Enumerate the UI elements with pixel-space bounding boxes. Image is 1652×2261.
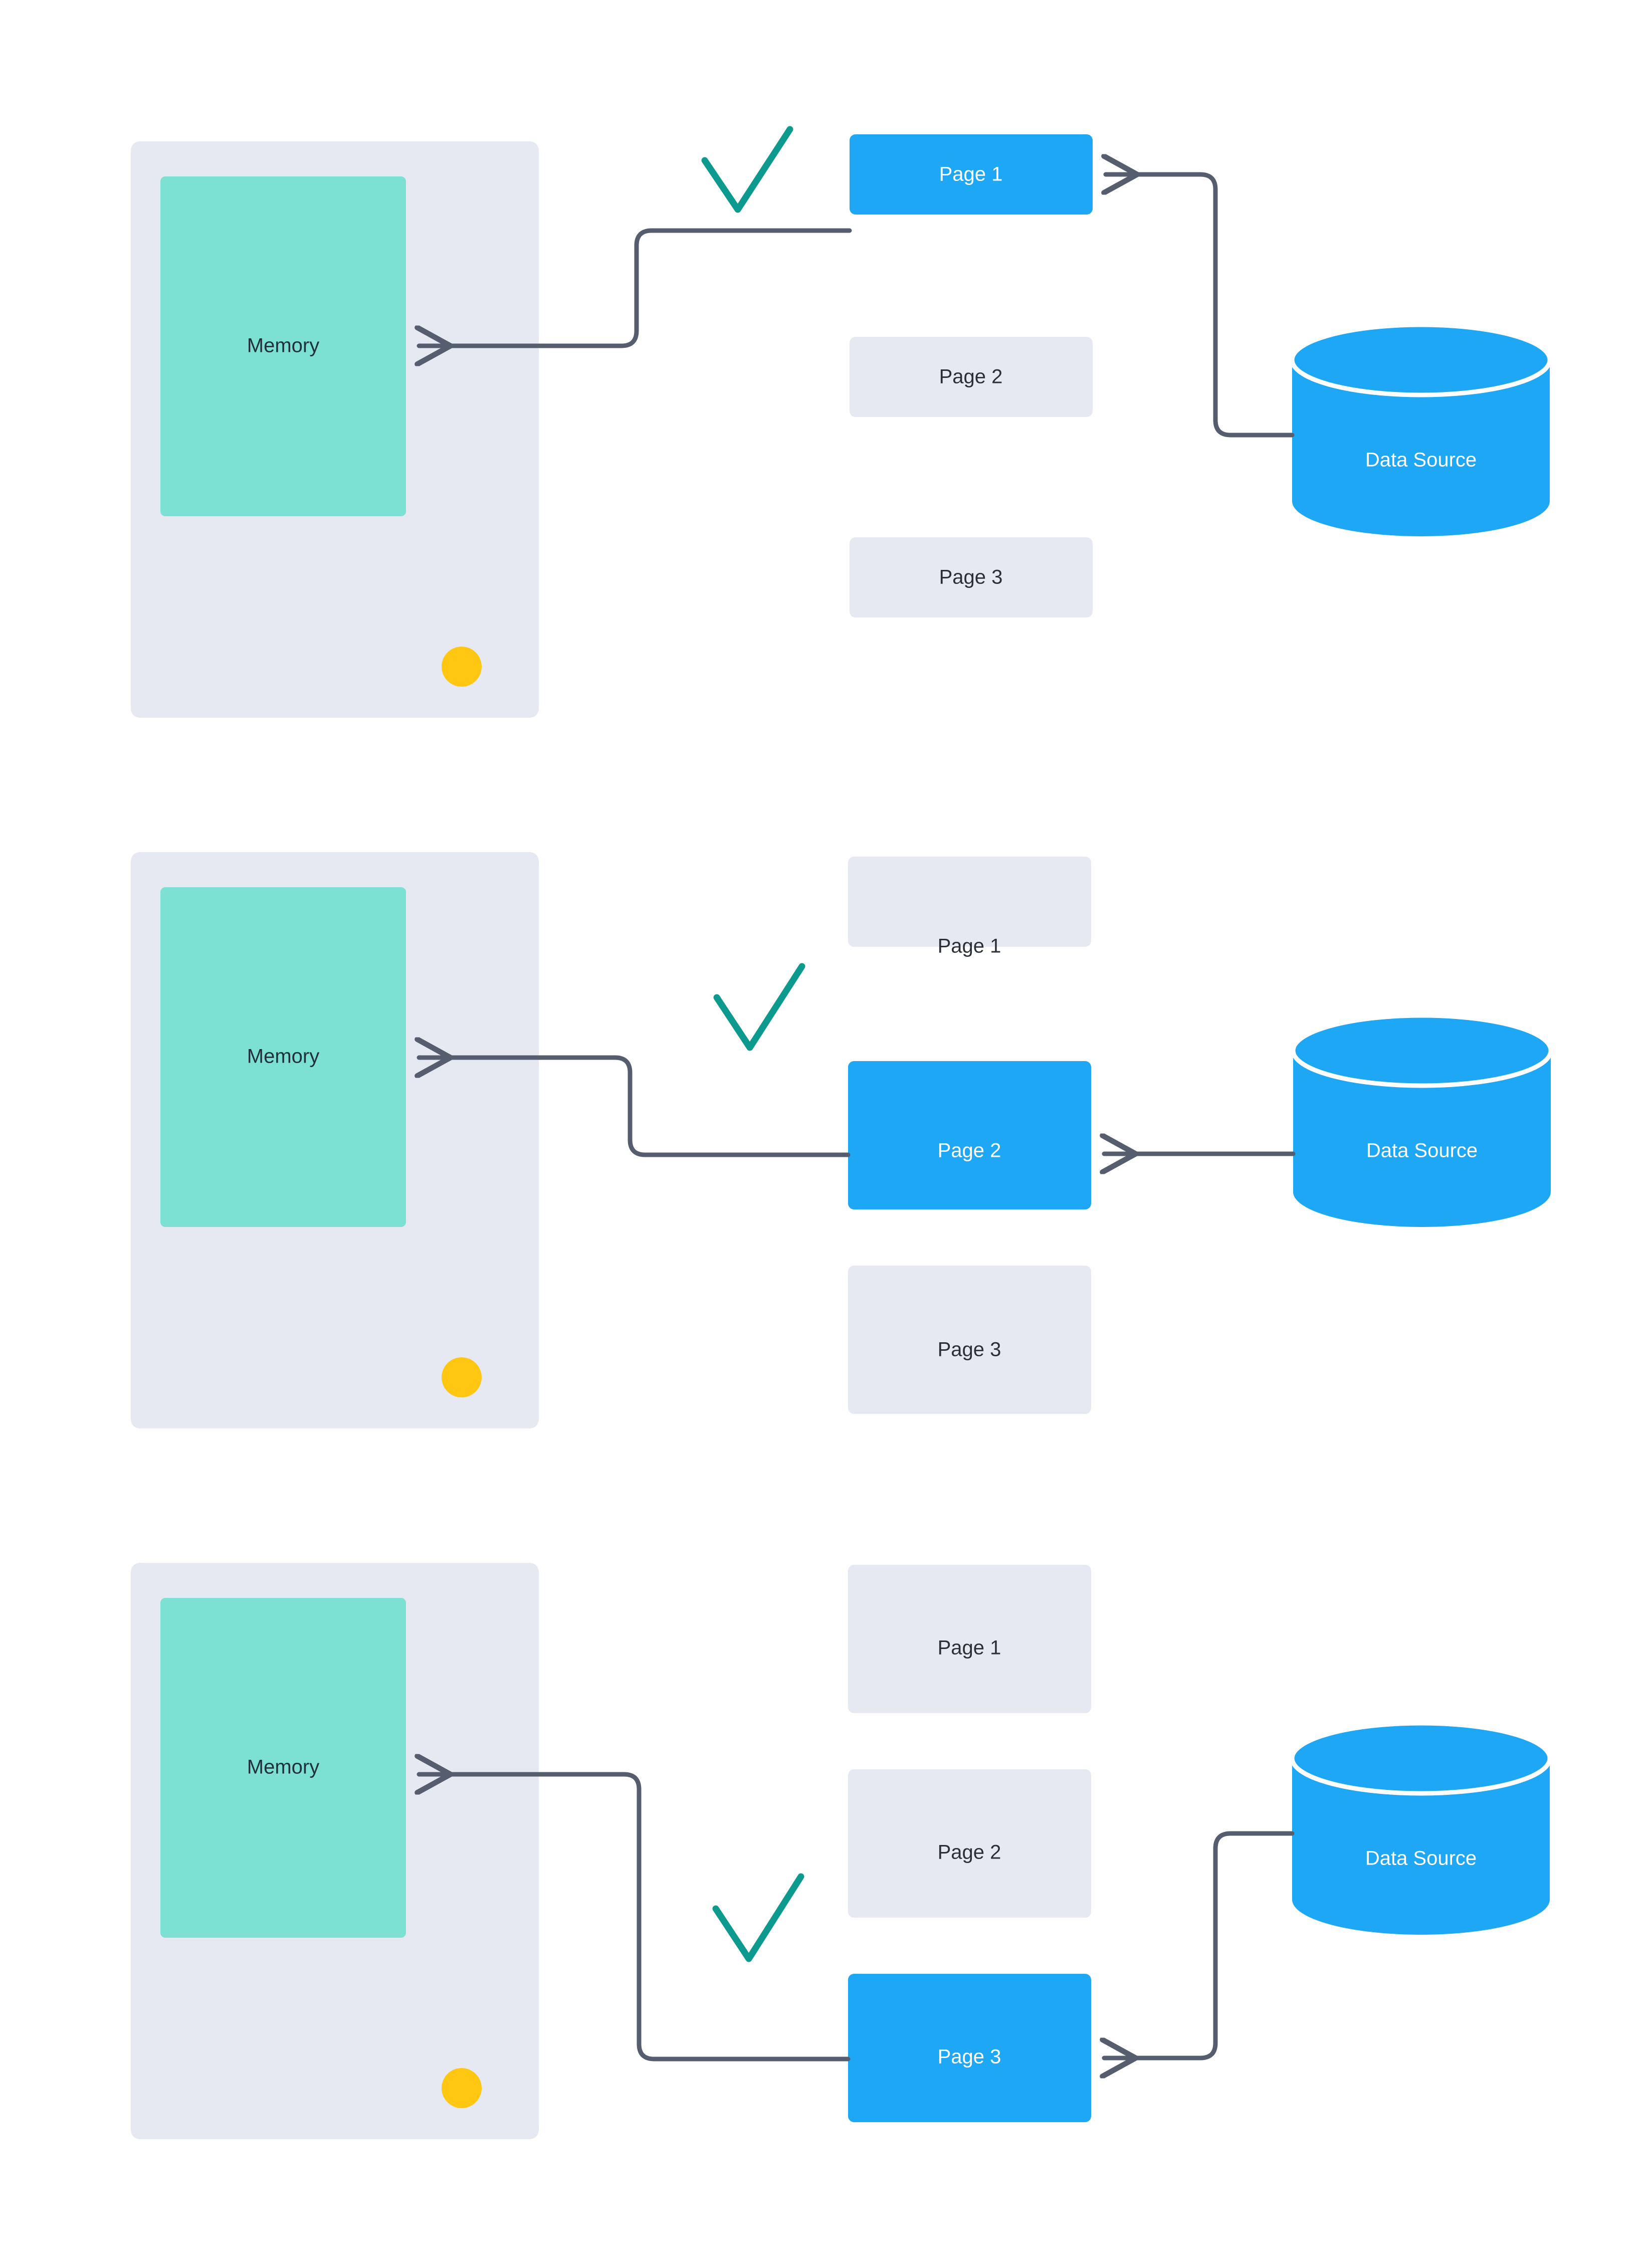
- page-box-1[interactable]: [850, 134, 1093, 215]
- eclipse-logo-icon: [442, 1343, 511, 1411]
- page-label-3: Page 3: [939, 566, 1003, 588]
- checkmark-icon: [701, 126, 793, 213]
- page-label-2: Page 2: [938, 1140, 1001, 1162]
- page-box-3[interactable]: [850, 537, 1093, 618]
- section-step-2: Memory Page 1 Page 2 Page 3 Data Source: [131, 852, 1553, 1428]
- data-source-label: Data Source: [1366, 1140, 1478, 1162]
- connector-source-to-page: [1104, 1831, 1295, 2058]
- data-source-label: Data Source: [1365, 1847, 1477, 1870]
- section-step-3: Memory Page 1 Page 2 Page 3 Data Source: [131, 1563, 1552, 2139]
- data-source-label: Data Source: [1365, 449, 1477, 471]
- memory-box: [160, 176, 406, 516]
- page-box-1[interactable]: [848, 857, 1091, 947]
- page-label-1: Page 1: [939, 163, 1003, 185]
- page-label-3: Page 3: [938, 1339, 1001, 1361]
- page-label-2: Page 2: [939, 366, 1003, 388]
- eclipse-logo-icon: [442, 2054, 511, 2122]
- memory-label: Memory: [247, 335, 319, 357]
- page-box-3[interactable]: [848, 1266, 1091, 1414]
- memory-box: [160, 1598, 406, 1938]
- memory-box: [160, 887, 406, 1227]
- page-box-2[interactable]: [848, 1061, 1091, 1209]
- page-box-2[interactable]: [848, 1769, 1091, 1918]
- page-box-1[interactable]: [848, 1565, 1091, 1713]
- page-label-3: Page 3: [938, 2046, 1001, 2068]
- connector-page-to-memory: [419, 1774, 851, 2062]
- page-box-3[interactable]: [848, 1974, 1091, 2122]
- memory-label: Memory: [247, 1756, 319, 1778]
- page-label-1: Page 1: [938, 935, 1001, 957]
- connector-page-to-memory: [419, 1058, 851, 1157]
- section-step-1: Memory Page 1 Page 2 Page 3 Data Source: [131, 126, 1552, 718]
- checkmark-icon: [713, 963, 805, 1051]
- connector-page-to-memory: [419, 228, 852, 346]
- page-label-2: Page 2: [938, 1841, 1001, 1864]
- database-cylinder-icon[interactable]: [1291, 1013, 1553, 1227]
- database-cylinder-icon[interactable]: [1290, 1721, 1552, 1935]
- database-cylinder-icon[interactable]: [1290, 322, 1552, 536]
- page-label-1: Page 1: [938, 1637, 1001, 1659]
- eclipse-logo-icon: [442, 633, 511, 701]
- connector-source-to-page: [1106, 174, 1295, 438]
- page-box-2[interactable]: [850, 337, 1093, 417]
- memory-label: Memory: [247, 1046, 319, 1068]
- checkmark-icon: [712, 1873, 804, 1962]
